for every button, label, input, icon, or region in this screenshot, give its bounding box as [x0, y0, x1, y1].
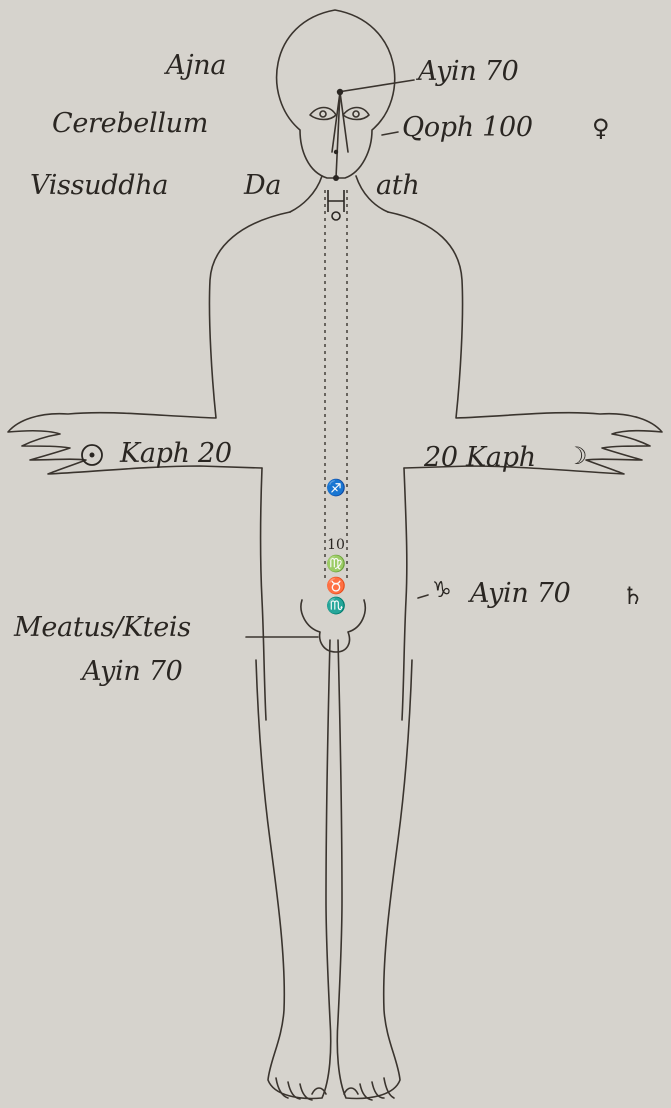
moon-icon: ☽ — [566, 444, 588, 468]
label-ayin-meatus: Ayin 70 — [82, 658, 183, 685]
virgo-icon: ♍ — [324, 556, 348, 572]
left-leg-outline — [256, 640, 331, 1098]
taurus-icon: ♉ — [324, 578, 348, 594]
left-arm-outline — [8, 212, 290, 474]
leader-qoph — [382, 132, 398, 135]
right-leg-outline — [337, 640, 412, 1098]
label-ayin-capricorn: Ayin 70 — [470, 580, 571, 607]
leader-capricorn — [418, 595, 428, 598]
label-ayin-head: Ayin 70 — [418, 58, 519, 85]
label-cerebellum: Cerebellum — [52, 110, 208, 137]
venus-icon: ♀ — [592, 116, 610, 140]
scorpio-icon: ♏ — [324, 598, 348, 614]
throat-glyph — [328, 190, 344, 212]
label-ath: ath — [376, 172, 419, 199]
label-kaph-right: 20 Kaph — [424, 444, 536, 471]
spine-number: 10 — [324, 538, 348, 552]
saturn-icon: ♄ — [622, 584, 644, 608]
label-da: Da — [244, 172, 281, 199]
ajna-point — [337, 89, 343, 95]
capricorn-icon: ♑ — [432, 580, 452, 602]
label-ajna: Ajna — [166, 52, 226, 79]
label-meatus: Meatus/Kteis — [14, 614, 191, 641]
sagittarius-icon: ♐ — [324, 480, 348, 496]
leader-ayin-head — [338, 80, 414, 92]
label-qoph: Qoph 100 — [402, 114, 533, 141]
label-vissuddha: Vissuddha — [30, 172, 168, 199]
label-kaph-left: Kaph 20 — [120, 440, 232, 467]
right-arm-outline — [388, 212, 662, 474]
